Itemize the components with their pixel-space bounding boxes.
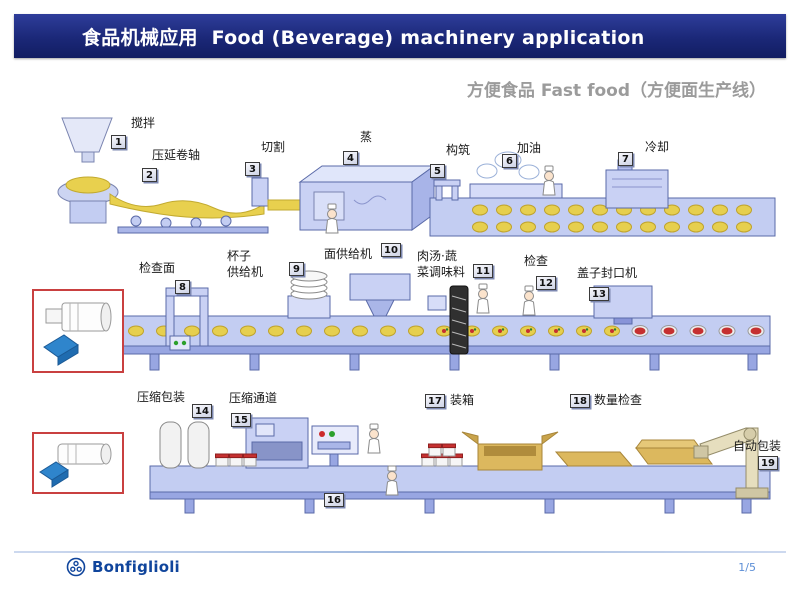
station-7-badge: 7 — [618, 152, 633, 166]
station-5-label: 构筑 — [446, 143, 471, 157]
station-14-badge: 14 — [192, 404, 212, 418]
station-2-label: 压延卷轴 — [152, 148, 201, 162]
station-18-badge: 18 — [570, 394, 590, 408]
station-1-label: 搅拌 — [131, 116, 156, 130]
gearmotor-inset-1 — [32, 289, 124, 373]
station-15-badge: 15 — [231, 413, 251, 427]
cutter-unit — [251, 177, 303, 211]
station-8-badge: 8 — [175, 280, 190, 294]
station-19-label: 自动包装 — [733, 439, 782, 453]
station-4-label: 蒸 — [360, 130, 373, 144]
station-13-badge: 13 — [589, 287, 609, 301]
station-6-label: 加油 — [517, 141, 542, 155]
footer-brand: Bonfiglioli — [66, 557, 180, 577]
rolling-section — [109, 193, 269, 234]
page-number: 1/5 — [738, 561, 756, 574]
station-12-label: 检查 — [524, 254, 549, 268]
slide-subtitle: 方便食品 Fast food（方便面生产线） — [466, 81, 766, 101]
middle-conveyor — [117, 315, 771, 371]
station-17-label: 装箱 — [450, 393, 475, 407]
mixer-station — [57, 117, 119, 224]
frying-cooling-belt — [429, 151, 776, 237]
station-14-label: 压缩包装 — [137, 390, 186, 404]
gearmotor-inset-2 — [32, 432, 124, 494]
station-5-badge: 5 — [430, 164, 445, 178]
middle-belt-products — [128, 325, 765, 337]
station-9-badge: 9 — [289, 262, 304, 276]
seasoning-station — [427, 285, 469, 355]
page-title: 食品机械应用 Food (Beverage) machinery applica… — [82, 26, 645, 49]
gearmotor-drawing-1 — [43, 302, 112, 366]
station-18-label: 数量检查 — [594, 393, 643, 407]
station-13-label: 盖子封口机 — [577, 266, 638, 280]
station-11-badge: 11 — [473, 264, 493, 278]
station-8-label: 检查面 — [139, 261, 176, 275]
station-11-label: 肉汤·蔬 菜调味料 — [417, 249, 466, 279]
slide-header-bar: 食品机械应用 Food (Beverage) machinery applica… — [14, 14, 786, 58]
cup-feeder — [287, 270, 331, 319]
station-17-badge: 17 — [425, 394, 445, 408]
bottom-conveyor — [149, 465, 771, 514]
station-9-label: 杯子 供给机 — [227, 249, 264, 279]
packing-robot — [693, 427, 769, 499]
forming-gate — [433, 179, 461, 201]
station-10-badge: 10 — [381, 243, 401, 257]
station-3-badge: 3 — [245, 162, 260, 176]
gearmotor-drawing-2 — [39, 443, 112, 488]
station-12-badge: 12 — [536, 276, 556, 290]
station-15-label: 压缩通道 — [229, 391, 278, 405]
station-6-badge: 6 — [502, 154, 517, 168]
station-7-label: 冷却 — [645, 140, 670, 154]
control-console — [311, 425, 359, 467]
footer-divider — [14, 551, 786, 553]
cooler-unit — [605, 159, 669, 209]
station-3-label: 切割 — [261, 140, 286, 154]
brand-name: Bonfiglioli — [92, 558, 180, 576]
compression-packer — [159, 421, 210, 469]
station-1-badge: 1 — [111, 135, 126, 149]
station-19-badge: 19 — [758, 456, 778, 470]
station-2-badge: 2 — [142, 168, 157, 182]
steamer-unit — [298, 165, 436, 231]
station-10-label: 面供给机 — [324, 247, 373, 261]
bonfiglioli-logo-icon — [66, 557, 86, 577]
station-4-badge: 4 — [343, 151, 358, 165]
check-carton — [635, 439, 713, 465]
noodle-feeder — [349, 273, 411, 317]
station-16-badge: 16 — [324, 493, 344, 507]
cartons — [461, 431, 634, 471]
